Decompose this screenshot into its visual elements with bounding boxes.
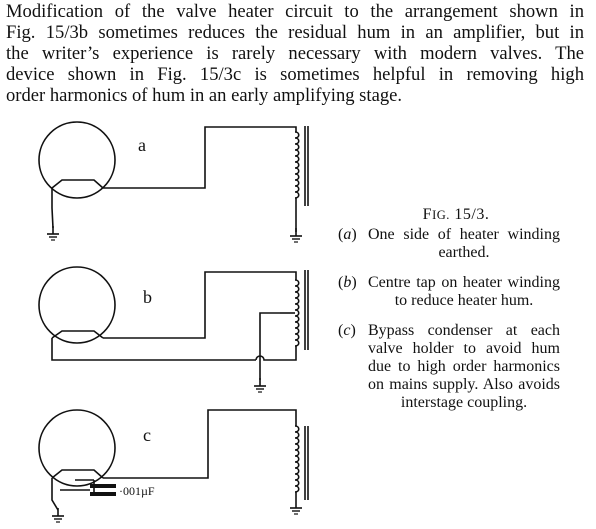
ground-symbol-b (253, 377, 267, 393)
ground-symbol-c2 (289, 499, 303, 515)
ground-symbol-c1 (51, 507, 65, 523)
intro-paragraph: Modification of the valve heater circuit… (6, 1, 584, 106)
paragraph-line-4: device shown in Fig. 15/3c is sometimes … (6, 64, 584, 85)
valve-envelope-c (38, 409, 116, 487)
caption-text-a: One side of heater winding earthed. (368, 226, 560, 261)
caption-item-b: (b) Centre tap on heater winding to redu… (338, 274, 560, 310)
diagram-c (38, 409, 309, 511)
diagram-a (38, 121, 309, 232)
diagram-b (38, 266, 309, 380)
paragraph-line-3: the writer’s experience is rarely necess… (6, 43, 584, 64)
caption-item-a: (a) One side of heater winding earthed. (338, 226, 560, 262)
paragraph-line-5: order harmonics of hum in an early ampli… (6, 85, 403, 106)
valve-envelope-b (38, 266, 116, 344)
figure-caption: FIG. 15/3. (a) One side of heater windin… (338, 206, 560, 412)
diagram-label-b: b (143, 287, 152, 307)
figure-title: FIG. 15/3. (422, 206, 490, 223)
paragraph-line-1: Modification of the valve heater circuit… (6, 1, 584, 22)
caption-label-b: (b) (338, 274, 357, 291)
diagram-label-a: a (138, 135, 146, 155)
caption-text-b: Centre tap on heater winding to reduce h… (368, 274, 560, 309)
heater-filament-c (51, 469, 104, 479)
caption-item-c: (c) Bypass condenser at each valve holde… (338, 322, 560, 412)
caption-label-c: (c) (338, 322, 356, 339)
ground-symbol-a1 (46, 225, 60, 241)
valve-envelope-a (38, 121, 116, 199)
heater-filament-b (51, 330, 104, 339)
caption-label-a: (a) (338, 226, 357, 243)
paragraph-line-2: Fig. 15/3b sometimes reduces the residua… (6, 22, 584, 43)
ground-symbol-a2 (289, 227, 303, 243)
diagram-label-c: c (143, 425, 151, 445)
heater-filament-a (51, 179, 104, 189)
caption-text-c: Bypass condenser at each valve holder to… (368, 322, 560, 411)
bypass-capacitor (90, 484, 116, 496)
capacitor-value-label: ·001µF (119, 484, 155, 498)
